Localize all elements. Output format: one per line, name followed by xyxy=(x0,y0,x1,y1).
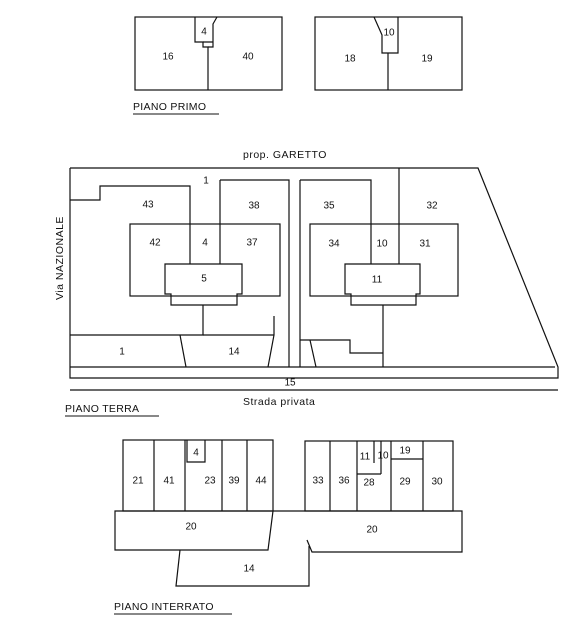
interrato-unit-label: 29 xyxy=(399,477,411,488)
road-south-label: Strada privata xyxy=(243,396,315,408)
road-north-label: prop. GARETTO xyxy=(243,149,327,161)
terra-unit-label: 1 xyxy=(203,176,209,187)
piano-terra-group: prop. GARETTO 1 43 38 35 32 42 4 37 34 xyxy=(54,149,559,417)
terra-right-unit-35 xyxy=(300,179,372,224)
terra-unit-label: 37 xyxy=(246,238,258,249)
primo-left-stair xyxy=(194,17,209,90)
interrato-unit-label: 20 xyxy=(185,522,197,533)
terra-unit-label: 32 xyxy=(426,201,438,212)
interrato-unit-label: 10 xyxy=(377,451,389,462)
interrato-unit-label: 33 xyxy=(312,476,324,487)
primo-left-stair-b xyxy=(203,16,218,48)
terra-right-passage xyxy=(300,305,384,367)
terra-left-central-block xyxy=(129,223,281,297)
piano-interrato-group: 21 41 4 23 39 44 33 36 11 10 19 28 29 30… xyxy=(114,439,463,615)
interrato-unit-label: 39 xyxy=(228,476,240,487)
terra-right-central-block xyxy=(309,223,459,297)
terra-unit-label: 11 xyxy=(372,275,383,286)
terra-unit-label: 38 xyxy=(248,201,260,212)
terra-unit-label: 15 xyxy=(284,378,296,389)
interrato-unit-label: 23 xyxy=(204,476,216,487)
terra-left-unit-43 xyxy=(70,185,191,224)
primo-unit-label: 10 xyxy=(383,28,395,39)
primo-right-stair xyxy=(373,16,399,90)
site-boundary xyxy=(69,167,559,379)
terra-unit-label: 43 xyxy=(142,200,154,211)
piano-terra-title: PIANO TERRA xyxy=(65,403,139,415)
interrato-right-stair xyxy=(357,441,423,475)
interrato-unit-14 xyxy=(175,546,310,587)
terra-unit-label: 5 xyxy=(201,274,207,285)
terra-unit-label: 10 xyxy=(376,239,388,250)
terra-unit-label: 14 xyxy=(228,347,240,358)
interrato-unit-label: 19 xyxy=(399,446,411,457)
interrato-unit-label: 44 xyxy=(255,476,267,487)
interrato-unit-label: 14 xyxy=(243,564,255,575)
primo-unit-label: 40 xyxy=(242,52,254,63)
interrato-unit-label: 28 xyxy=(363,478,375,489)
primo-unit-label: 19 xyxy=(421,54,433,65)
piano-interrato-title: PIANO INTERRATO xyxy=(114,601,214,613)
primo-unit-label: 4 xyxy=(201,27,207,38)
interrato-unit-label: 30 xyxy=(431,477,443,488)
primo-unit-label: 18 xyxy=(344,54,356,65)
terra-unit-label: 4 xyxy=(202,238,208,249)
terra-left-passage xyxy=(70,305,204,336)
terra-unit-label: 34 xyxy=(328,239,340,250)
road-west-label: Via NAZIONALE xyxy=(54,216,66,300)
interrato-unit-label: 41 xyxy=(163,476,175,487)
terra-left-unit-5 xyxy=(164,263,243,306)
terra-driveway xyxy=(288,180,317,368)
interrato-right-unit-20 xyxy=(305,510,463,553)
interrato-unit-label: 36 xyxy=(338,476,350,487)
piano-primo-group: 4 16 40 10 18 19 PIANO PRIMO xyxy=(133,16,463,115)
terra-left-unit-38 xyxy=(220,179,290,296)
terra-unit-label: 31 xyxy=(419,239,431,250)
interrato-left-unit-20 xyxy=(114,510,274,551)
terra-unit-label: 1 xyxy=(119,347,125,358)
terra-right-unit-11 xyxy=(344,263,421,306)
terra-left-unit-14 xyxy=(179,316,275,368)
interrato-unit-label: 20 xyxy=(366,525,378,536)
piano-primo-title: PIANO PRIMO xyxy=(133,101,206,113)
primo-unit-label: 16 xyxy=(162,52,174,63)
interrato-unit-label: 21 xyxy=(132,476,144,487)
interrato-unit-label: 11 xyxy=(360,452,371,463)
interrato-left-stair xyxy=(186,440,206,463)
interrato-unit-label: 4 xyxy=(193,448,199,459)
terra-unit-label: 35 xyxy=(323,201,335,212)
terra-unit-label: 42 xyxy=(149,238,161,249)
